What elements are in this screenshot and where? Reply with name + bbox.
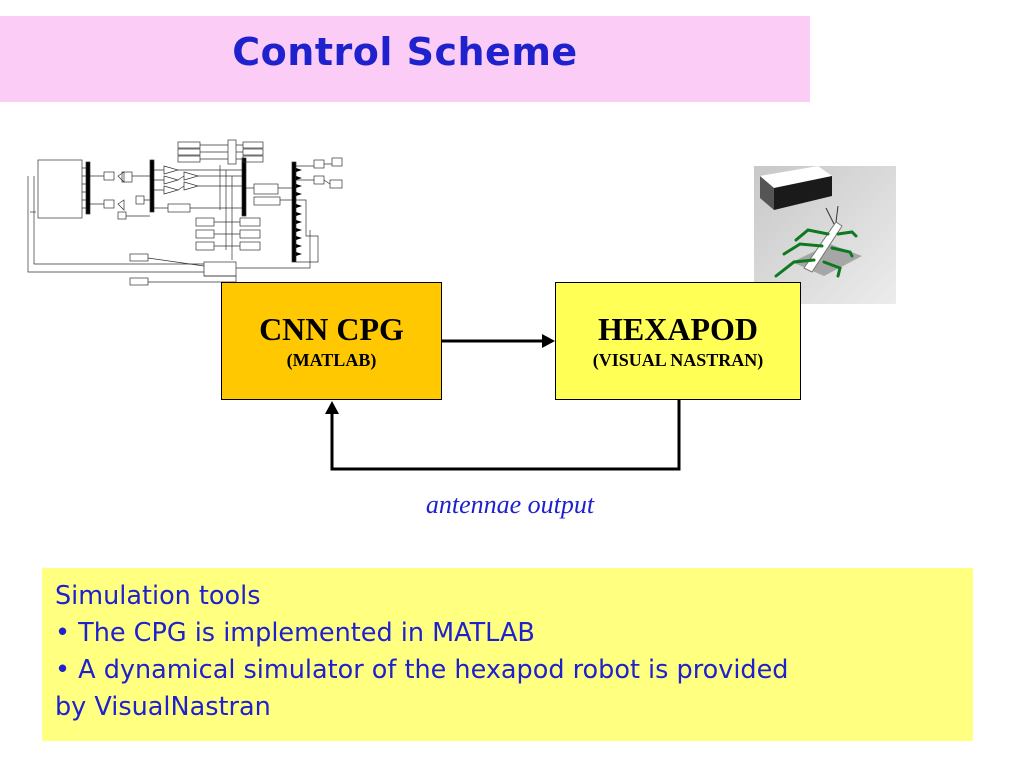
cnn-cpg-sublabel: (MATLAB) xyxy=(286,350,377,370)
cnn-cpg-block: CNN CPG (MATLAB) xyxy=(221,282,442,400)
hexapod-block: HEXAPOD (VISUAL NASTRAN) xyxy=(555,282,801,400)
hexapod-sublabel: (VISUAL NASTRAN) xyxy=(592,350,764,370)
notes-bullet-continuation: by VisualNastran xyxy=(55,692,271,722)
title-banner xyxy=(0,16,810,102)
hexapod-label: HEXAPOD xyxy=(598,311,758,347)
notes-heading: Simulation tools xyxy=(55,581,261,611)
notes-bullet: • The CPG is implemented in MATLAB xyxy=(55,618,535,648)
feedback-arrow xyxy=(330,400,681,471)
notes-box: Simulation tools • The CPG is implemente… xyxy=(42,568,973,741)
notes-bullet: • A dynamical simulator of the hexapod r… xyxy=(55,655,789,685)
feedback-label: antennae output xyxy=(425,490,595,519)
slide-title: Control Scheme xyxy=(232,30,578,74)
cnn-cpg-label: CNN CPG xyxy=(259,311,404,347)
